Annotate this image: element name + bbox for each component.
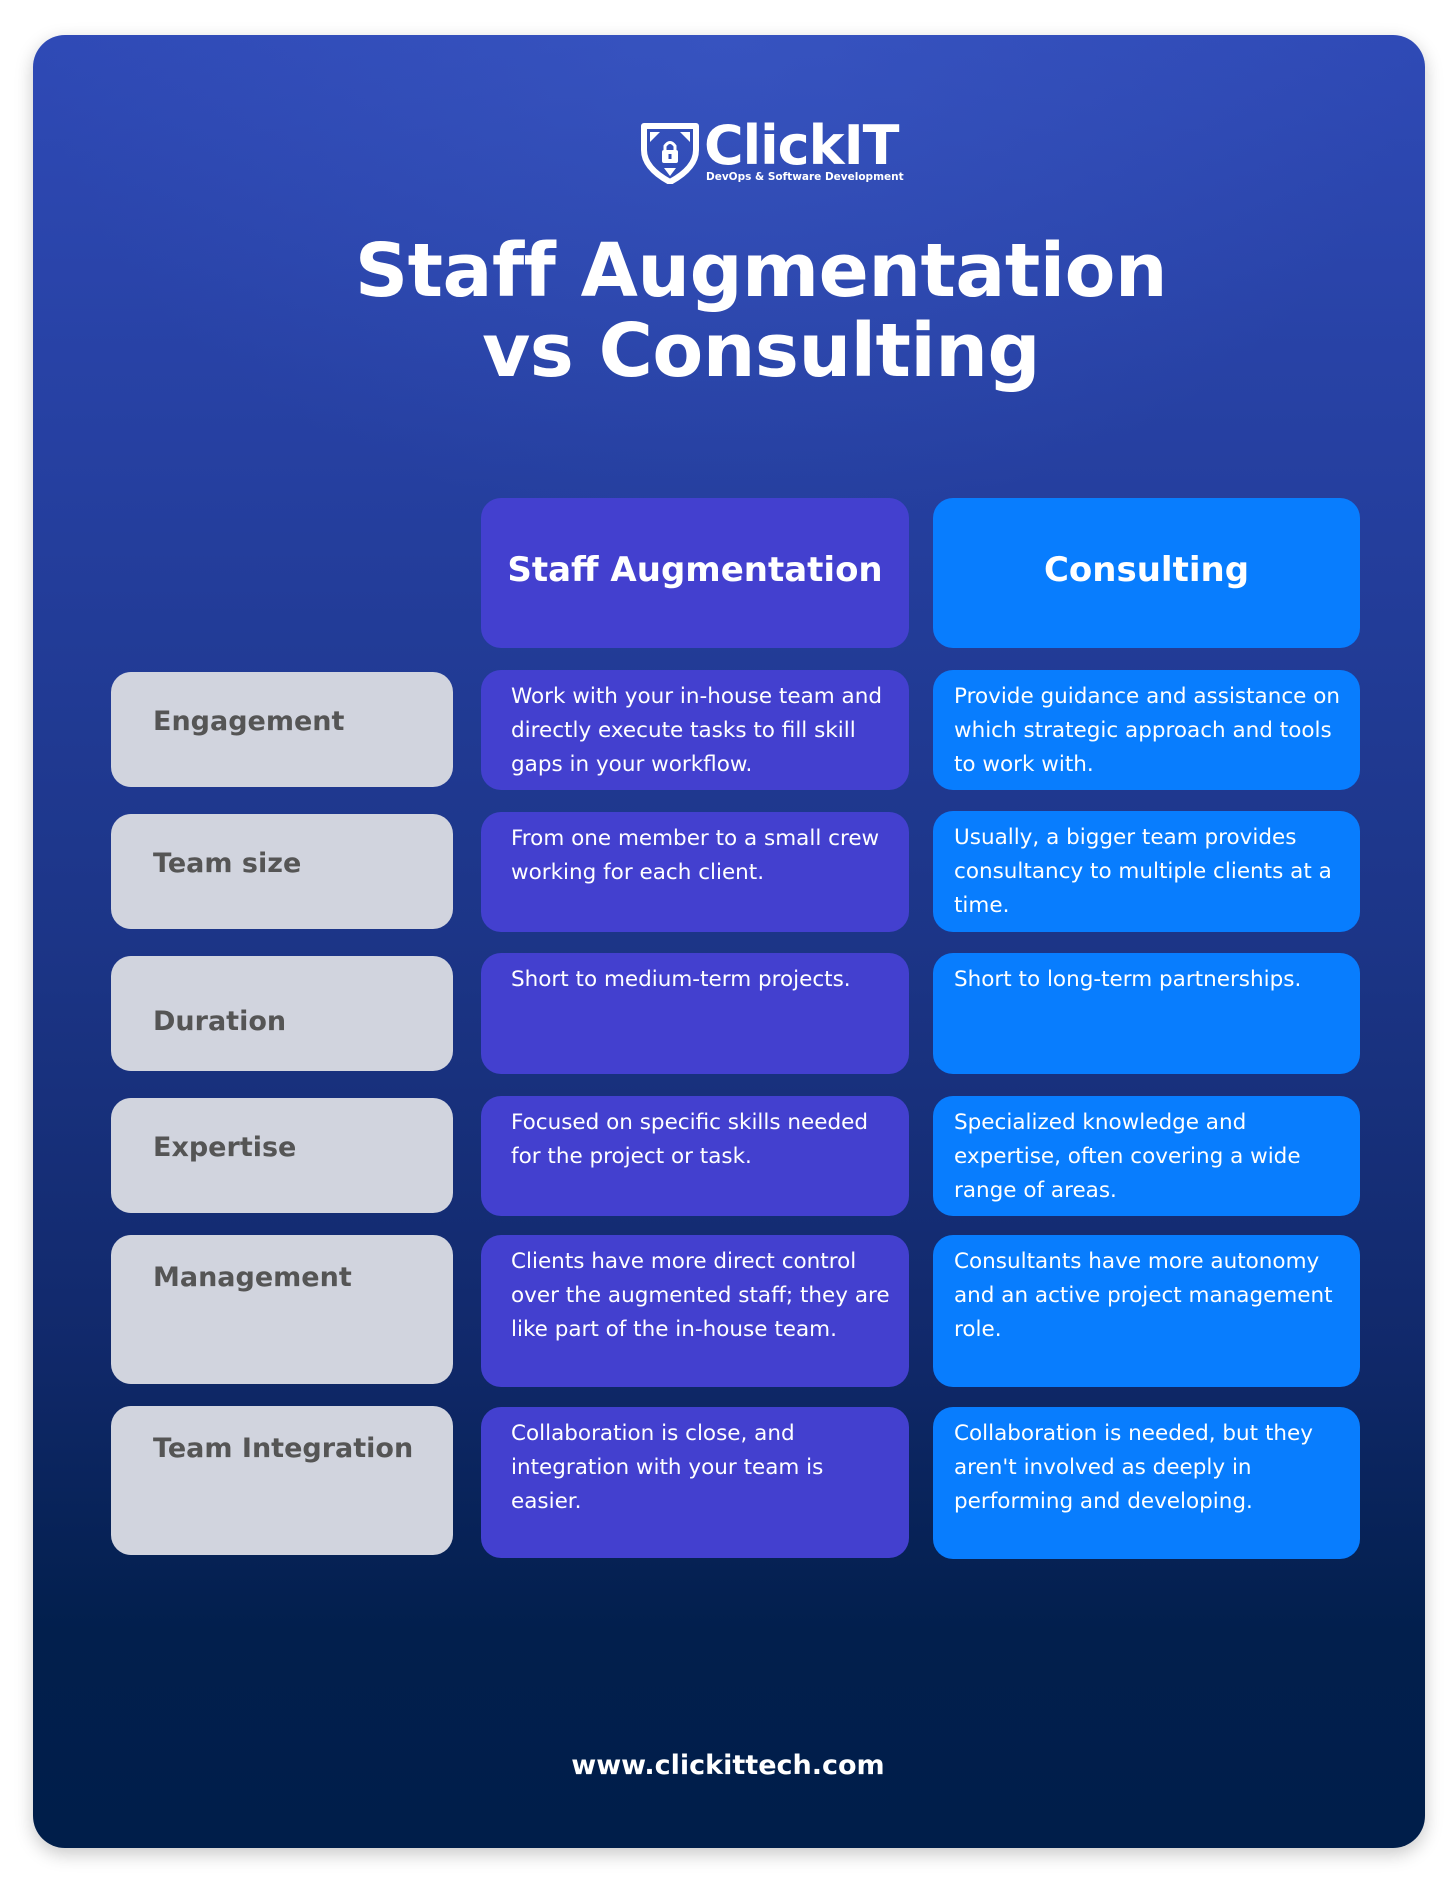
- consulting-cell-engagement: Provide guidance and assistance on which…: [933, 670, 1360, 790]
- staff-cell-duration: Short to medium-term projects.: [481, 953, 909, 1074]
- header-consulting: Consulting: [933, 498, 1360, 648]
- consulting-cell-team-integration: Collaboration is needed, but they aren't…: [933, 1407, 1360, 1559]
- row-label-expertise: Expertise: [111, 1098, 453, 1213]
- staff-cell-expertise: Focused on specific skills needed for th…: [481, 1096, 909, 1216]
- brand-tagline: DevOps & Software Development: [706, 171, 904, 183]
- staff-cell-engagement: Work with your in-house team and directl…: [481, 670, 909, 790]
- website-url[interactable]: www.clickittech.com: [571, 1750, 885, 1781]
- header-staff-augmentation: Staff Augmentation: [481, 498, 909, 648]
- title-line-1: Staff Augmentation: [354, 228, 1168, 314]
- staff-cell-team-integration: Collaboration is close, and integration …: [481, 1407, 909, 1558]
- brand-name: ClickIT: [704, 114, 899, 177]
- page-title: Staff Augmentation vs Consulting: [33, 231, 1425, 391]
- consulting-cell-team-size: Usually, a bigger team provides consulta…: [933, 811, 1360, 932]
- consulting-cell-management: Consultants have more autonomy and an ac…: [933, 1235, 1360, 1387]
- clickit-logo: ClickIT DevOps & Software Development: [640, 114, 904, 185]
- row-label-engagement: Engagement: [111, 672, 453, 787]
- infographic-card: ClickIT DevOps & Software Development St…: [33, 35, 1425, 1848]
- consulting-cell-expertise: Specialized knowledge and expertise, oft…: [933, 1096, 1360, 1216]
- row-label-duration: Duration: [111, 956, 453, 1071]
- staff-cell-management: Clients have more direct control over th…: [481, 1235, 909, 1387]
- row-label-management: Management: [111, 1235, 453, 1384]
- row-label-team-size: Team size: [111, 814, 453, 929]
- row-label-team-integration: Team Integration: [111, 1406, 453, 1555]
- staff-cell-team-size: From one member to a small crew working …: [481, 812, 909, 932]
- consulting-cell-duration: Short to long-term partnerships.: [933, 953, 1360, 1074]
- title-line-2: vs Consulting: [482, 308, 1040, 394]
- shield-lock-arrows-icon: [641, 123, 699, 184]
